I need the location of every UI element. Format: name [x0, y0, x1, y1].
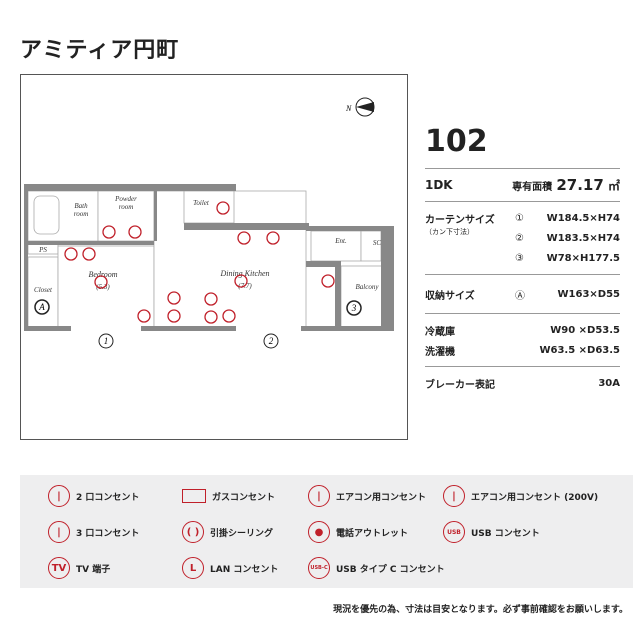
breaker-value: 30A — [598, 377, 620, 389]
curtain-sub: （カン下寸法） — [425, 228, 474, 236]
area-label: 専有面積 — [512, 182, 553, 193]
room-number: 102 — [425, 124, 488, 159]
legend-label: LAN コンセント — [210, 564, 279, 575]
label-powder: Powder — [114, 195, 137, 203]
legend-label: エアコン用コンセント — [336, 492, 427, 503]
fridge-value: W90 ×D53.5 — [550, 324, 620, 336]
washer-label: 洗濯機 — [425, 346, 455, 358]
ac-200v-outlet-icon: | — [443, 485, 465, 507]
outlet-2-icon: | — [48, 485, 70, 507]
label-closet: Closet — [34, 286, 53, 294]
svg-text:N: N — [345, 104, 352, 113]
curtain-mark: ② — [515, 232, 524, 244]
legend-label: 引掛シーリング — [210, 528, 274, 539]
label-ps: PS — [38, 246, 47, 254]
legend-label: ガスコンセント — [212, 492, 276, 503]
label-dining-kitchen: Dining Kitchen — [219, 269, 269, 278]
area-value: 27.17 — [556, 176, 604, 194]
label-toilet: Toilet — [193, 199, 210, 207]
usb-c-icon: USB-C — [308, 557, 330, 579]
gas-outlet-icon — [182, 489, 206, 503]
label-balcony: Balcony — [356, 283, 380, 291]
legend-label: 電話アウトレット — [336, 528, 409, 539]
legend-label: 2 口コンセント — [76, 492, 140, 503]
curtain-value: W183.5×H74 — [546, 232, 620, 244]
curtain-value: W184.5×H74 — [546, 212, 620, 224]
property-title: アミティア円町 — [20, 38, 180, 63]
storage-label: 収納サイズ — [425, 290, 475, 302]
disclaimer-note: 現況を優先の為、寸法は目安となります。必ず事前確認をお願いします。 — [333, 605, 628, 615]
legend-label: エアコン用コンセント (200V) — [471, 492, 599, 503]
label-bath: Bath — [74, 202, 88, 210]
legend-label: TV 端子 — [76, 564, 111, 575]
usb-outlet-icon: USB — [443, 521, 465, 543]
outlet-3-icon: | — [48, 521, 70, 543]
walls — [24, 184, 394, 331]
window-marker-3: 3 — [351, 303, 357, 313]
label-powder-room: room — [119, 203, 134, 211]
label-bath-room: room — [74, 210, 89, 218]
curtain-mark: ③ — [515, 252, 524, 264]
floor-plan-drawing: N Bath room Powder room Toilet PS Closet… — [24, 97, 394, 349]
window-marker-2: 2 — [269, 336, 274, 346]
outlets — [64, 201, 335, 324]
storage-marker-a: A — [38, 302, 45, 312]
legend-label: 3 口コンセント — [76, 528, 140, 539]
label-sc: SC — [373, 239, 382, 247]
breaker-label: ブレーカー表記 — [425, 379, 495, 391]
storage-value: W163×D55 — [557, 288, 621, 300]
tv-icon: TV — [48, 557, 70, 579]
floor-plan: N Bath room Powder room Toilet PS Closet… — [20, 74, 408, 440]
fridge-label: 冷蔵庫 — [425, 326, 455, 338]
lan-icon: L — [182, 557, 204, 579]
window-marker-1: 1 — [104, 336, 109, 346]
ac-outlet-icon: | — [308, 485, 330, 507]
label-bedroom: Bedroom — [88, 270, 117, 279]
layout-type: 1DK — [425, 178, 453, 192]
curtain-label: カーテンサイズ — [425, 214, 495, 226]
phone-outlet-icon: ● — [308, 521, 330, 543]
legend-label: USB コンセント — [471, 528, 540, 539]
washer-value: W63.5 ×D63.5 — [539, 344, 620, 356]
curtain-mark: ① — [515, 212, 524, 224]
storage-mark: Ⓐ — [515, 290, 525, 302]
legend: | 2 口コンセント ガスコンセント | エアコン用コンセント | エアコン用コンセン… — [20, 475, 633, 588]
legend-label: USB タイプ C コンセント — [336, 564, 445, 575]
label-entrance: Ent. — [334, 237, 347, 245]
curtain-value: W78×H177.5 — [546, 252, 620, 264]
area-unit: ㎡ — [607, 179, 620, 193]
ceiling-hook-icon: ( ) — [182, 521, 204, 543]
compass-icon: N — [345, 97, 375, 117]
